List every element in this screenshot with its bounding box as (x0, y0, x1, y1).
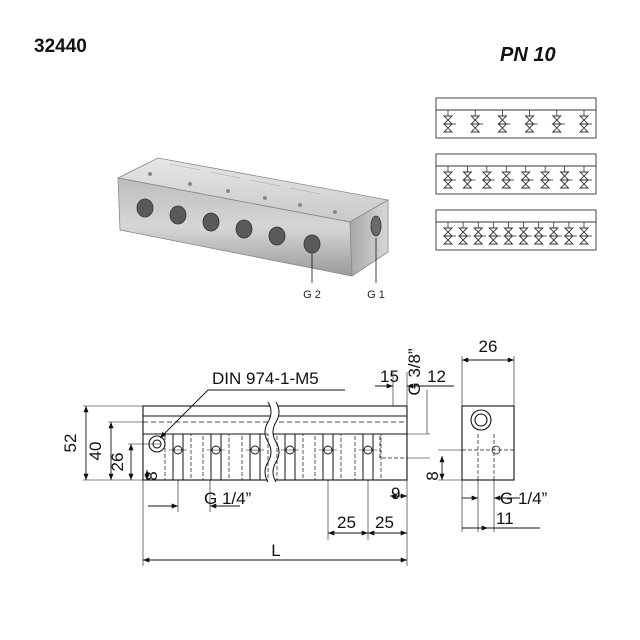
valve-symbol (442, 115, 454, 133)
side-dim-width: 26 (479, 337, 498, 356)
side-dim-thread: G 1/4” (500, 489, 548, 508)
pressure-rating: PN 10 (500, 44, 556, 66)
valve-symbol (488, 227, 499, 245)
dim-pitch-a: 25 (337, 513, 356, 532)
valve-symbol (563, 227, 574, 245)
valve-symbol (518, 227, 529, 245)
valve-symbol (551, 115, 562, 133)
valve-symbol (559, 171, 570, 189)
valve-symbol (470, 115, 481, 133)
side-dimensions (438, 356, 540, 532)
valve-symbol (462, 171, 473, 189)
valve-symbol (442, 227, 454, 245)
valve-symbol (458, 227, 469, 245)
outlet-bore (276, 433, 304, 481)
schematic-row (435, 153, 597, 195)
valve-symbol (442, 171, 454, 189)
valve-symbol (578, 227, 590, 245)
dim-height-axis: 26 (108, 453, 127, 472)
valve-symbol (501, 171, 512, 189)
dim-end-12: 12 (427, 367, 446, 386)
inlet-port-label: G 1 (367, 289, 385, 301)
dim-height-total: 52 (61, 434, 80, 453)
valve-symbol (497, 115, 508, 133)
screw-note: DIN 974-1-M5 (212, 369, 319, 388)
valve-symbol (481, 171, 492, 189)
valve-symbol (578, 115, 590, 133)
outlet-bore (202, 433, 230, 481)
dim-edge: 9 (391, 484, 400, 503)
side-dim-offset: 11 (496, 509, 514, 528)
valve-symbol (503, 227, 514, 245)
valve-symbol (520, 171, 531, 189)
dim-bottom-offset: 8 (142, 471, 161, 480)
valve-symbol (473, 227, 484, 245)
outlet-ports (136, 198, 321, 254)
dim-pitch-b: 25 (375, 513, 394, 532)
dim-length: L (271, 541, 280, 560)
dim-inlet-thread: G 3/8” (405, 348, 424, 396)
outlet-bore (241, 433, 269, 481)
front-dimensions (83, 372, 454, 566)
valve-symbol (540, 171, 551, 189)
outlet-port-label: G 2 (303, 289, 321, 301)
dim-outlet-thread: G 1/4” (204, 489, 252, 508)
manifold-photo (116, 157, 390, 283)
valve-symbol (533, 227, 544, 245)
valve-symbol (524, 115, 535, 133)
side-dim-bottom-offset: 8 (423, 471, 442, 480)
side-view (461, 405, 515, 481)
valve-symbol (548, 227, 559, 245)
dim-end-15: 15 (380, 367, 399, 386)
article-number: 32440 (34, 36, 87, 57)
valve-schematics (435, 97, 597, 251)
schematic-row (435, 209, 597, 251)
front-view (142, 400, 408, 484)
schematic-row (435, 97, 597, 139)
dim-height-mid: 40 (86, 442, 105, 461)
valve-symbol (578, 171, 590, 189)
